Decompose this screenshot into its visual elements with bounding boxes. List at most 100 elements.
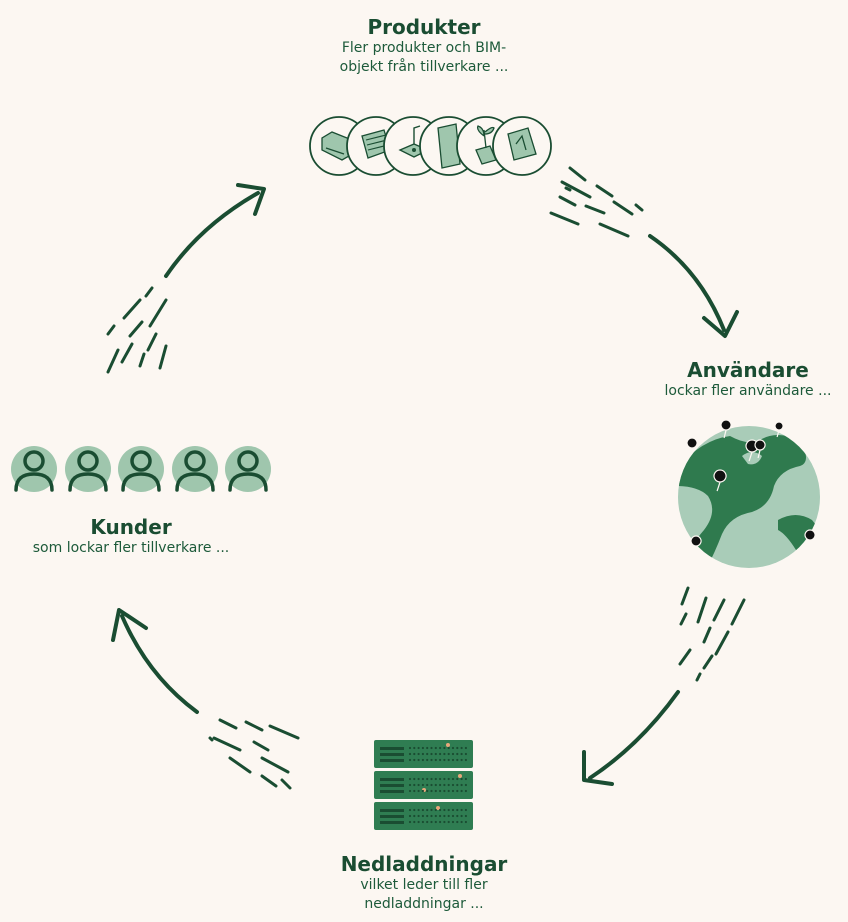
server-vent-dot <box>417 783 420 787</box>
server-vent-dot <box>421 820 424 824</box>
server-vent-dot <box>439 777 442 781</box>
server-vent-dot <box>456 814 459 818</box>
server-vent-dot <box>430 752 433 756</box>
dash-trail-left <box>106 286 168 374</box>
server-vent-dot <box>456 808 459 812</box>
server-vent-dot <box>408 808 412 812</box>
server-vent-dot <box>447 783 450 787</box>
server-vent-dot <box>447 820 450 824</box>
server-vent-dot <box>413 814 416 818</box>
server-vent-dot <box>460 808 463 812</box>
server-vent-dot <box>417 758 420 762</box>
server-vent-dot <box>426 752 429 756</box>
server-vent-dot <box>430 777 433 781</box>
dash-trail-bottom-left <box>208 718 300 790</box>
server-vent-dot <box>464 789 467 793</box>
server-vent-dot <box>430 746 433 750</box>
servers-icon-group <box>374 740 473 830</box>
server-vent-dot <box>430 814 433 818</box>
node-description: objekt från tillverkare ... <box>339 59 509 75</box>
server-vent-dot <box>443 783 446 787</box>
server-vent-dot <box>439 758 442 762</box>
server-vent-dot <box>464 752 467 756</box>
server-vent-dot <box>460 783 463 787</box>
node-kunder: Kunder som lockar fler tillverkare ... <box>10 515 252 558</box>
arrow-downloads-to-customers <box>111 608 199 714</box>
server-vent-dot <box>421 777 424 781</box>
server-vent-dot <box>434 789 437 793</box>
server-vent-dot <box>417 820 420 824</box>
server-vent-dot <box>413 783 416 787</box>
person-icon <box>118 446 164 492</box>
server-vent-dot <box>413 789 416 793</box>
server-vent-dot <box>421 789 424 793</box>
server-vent-dot <box>456 777 459 781</box>
server-vent-dot <box>443 820 446 824</box>
server-vent-dot <box>447 777 450 781</box>
server-vent-dot <box>460 746 463 750</box>
server-vent-dot <box>439 746 442 750</box>
server-vent-dot <box>408 814 412 818</box>
server-vent-dot <box>456 758 459 762</box>
server-vent-dot <box>430 808 433 812</box>
customers-icon-group <box>11 446 271 492</box>
server-vent-dot <box>417 746 420 750</box>
server-vent-dot <box>460 777 463 781</box>
node-description: Fler produkter och BIM- <box>341 40 507 56</box>
server-vent-dot <box>451 752 455 756</box>
server-vent-dot <box>443 758 446 762</box>
server-vent-dot <box>451 777 455 781</box>
node-title: Användare <box>687 358 809 382</box>
server-vent-dot <box>464 820 467 824</box>
server-vent-dot <box>421 758 424 762</box>
server-vent-dot <box>413 746 416 750</box>
person-icon <box>65 446 111 492</box>
server-vent-dot <box>408 758 412 762</box>
server-vent-dot <box>456 783 459 787</box>
server-vent-dot <box>439 783 442 787</box>
server-vent-dot <box>451 820 455 824</box>
server-vent-dot <box>447 758 450 762</box>
person-icon <box>172 446 218 492</box>
server-vent-dot <box>417 808 420 812</box>
server-vent-dot <box>464 814 467 818</box>
server-vent-dot <box>434 752 437 756</box>
person-icon <box>11 446 57 492</box>
server-vent-dot <box>460 789 463 793</box>
server-vent-dot <box>456 752 459 756</box>
server-vent-dot <box>426 746 429 750</box>
server-vent-dot <box>451 789 455 793</box>
server-vent-dot <box>417 752 420 756</box>
node-description: lockar fler användare ... <box>664 383 832 399</box>
server-vent-dot <box>434 814 437 818</box>
server-vent-dot <box>456 789 459 793</box>
dash-trail-right <box>678 586 746 682</box>
server-vent-dot <box>451 783 455 787</box>
server-vent-dot <box>451 814 455 818</box>
server-vent-dot <box>443 789 446 793</box>
server-vent-dot <box>421 783 424 787</box>
cabinet-icon <box>492 116 552 176</box>
server-vent-dot <box>426 814 429 818</box>
server-vent-dot <box>451 746 455 750</box>
server-vent-dot <box>434 808 437 812</box>
server-vent-dot <box>408 789 412 793</box>
server-vent-dot <box>464 746 467 750</box>
server-vent-dot <box>413 808 416 812</box>
server-vent-dot <box>464 783 467 787</box>
server-vent-dot <box>447 789 450 793</box>
server-vent-dot <box>408 777 412 781</box>
server-vent-dot <box>408 783 412 787</box>
arrow-products-to-users <box>648 234 739 338</box>
server-vent-dot <box>447 746 450 750</box>
server-vent-dot <box>439 808 442 812</box>
server-vent-dot <box>456 746 459 750</box>
server-vent-dot <box>413 820 416 824</box>
server-vent-dot <box>434 783 437 787</box>
server-vent-dot <box>434 758 437 762</box>
node-nedladdningar: Nedladdningar vilket leder till fler ned… <box>314 852 534 914</box>
globe-with-location-pins-icon <box>678 419 820 568</box>
server-vent-dot <box>413 777 416 781</box>
arrow-customers-to-products <box>164 183 266 278</box>
